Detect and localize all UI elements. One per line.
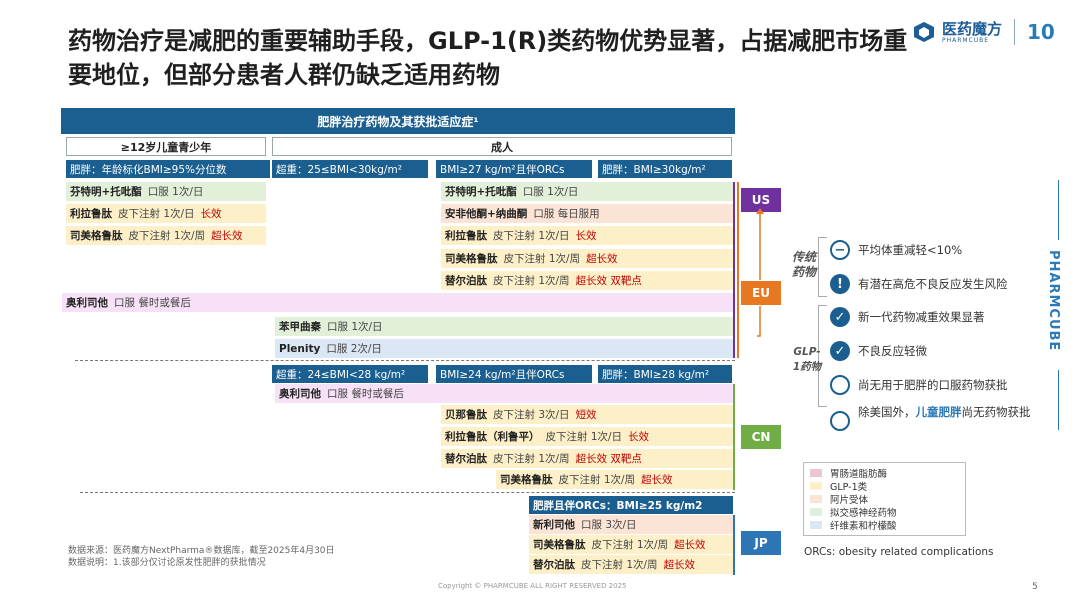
anniversary-mark: 10 [1027, 20, 1055, 44]
region-separator [75, 360, 735, 361]
region-jp-badge: JP [741, 531, 781, 555]
youth-row: 利拉鲁肽皮下注射 1次/日长效 [66, 204, 266, 223]
page-number: 5 [1032, 582, 1038, 592]
criterion-bmi27: BMI≥27 kg/m²且伴ORCs [436, 160, 592, 178]
minus-circle-icon: − [830, 240, 850, 260]
empty-circle-icon [830, 411, 850, 431]
side-item: ✓ 不良反应轻微 [830, 341, 927, 361]
youth-row: 司美格鲁肽皮下注射 1次/周超长效 [66, 226, 266, 245]
source-note: 数据来源：医药魔方NextPharma®数据库，截至2025年4月30日 [68, 546, 335, 556]
criterion-overweight-cn: 超重：24≤BMI<28 kg/m² [272, 365, 428, 383]
copyright: Copyright © PHARMCUBE ALL RIGHT RESERVED… [438, 582, 627, 590]
page-title: 药物治疗是减肥的重要辅助手段，GLP-1(R)类药物优势显著，占据减肥市场重要地… [68, 27, 908, 89]
cube-logo-icon [914, 22, 934, 42]
criterion-youth: 肥胖：年龄标化BMI≥95%分位数 [66, 160, 270, 178]
cn-row: 司美格鲁肽皮下注射 1次/周超长效 [496, 470, 733, 489]
us-row: 替尔泊肽皮下注射 1次/周超长效 双靶点 [441, 271, 733, 290]
legend-item: GLP-1类 [804, 479, 965, 493]
us-row: 安非他酮+纳曲酮口服 每日服用 [441, 204, 733, 223]
legend-item: 胃肠道脂肪酶 [804, 466, 965, 480]
criterion-jp: 肥胖且伴ORCs：BMI≥25 kg/m2 [529, 496, 733, 514]
jp-row: 司美格鲁肽皮下注射 1次/周超长效 [529, 535, 733, 554]
check-icon: ✓ [830, 307, 850, 327]
criterion-overweight: 超重：25≤BMI<30kg/m² [272, 160, 428, 178]
eu-bracket [737, 182, 739, 358]
eu-arrows [756, 208, 764, 337]
eu-row: 苯甲曲秦口服 1次/日 [275, 317, 733, 336]
cn-row: 奥利司他口服 餐时或餐后 [275, 384, 733, 403]
us-row: 司美格鲁肽皮下注射 1次/周超长效 [441, 249, 733, 268]
data-note: 数据说明：1.该部分仅讨论原发性肥胖的获批情况 [68, 558, 266, 568]
adult-header: 成人 [272, 137, 732, 156]
region-cn-badge: CN [741, 425, 781, 449]
legend-item: 阿片受体 [804, 492, 965, 506]
exclamation-icon: ! [830, 274, 850, 294]
logo-name: 医药魔方 [942, 19, 1003, 38]
brand-vertical: PHARMCUBE [1046, 250, 1061, 352]
legend-item: 拟交感神经药物 [804, 505, 965, 519]
legend-item: 纤维素和柠檬酸 [804, 518, 965, 532]
region-us-badge: US [741, 188, 781, 212]
cn-row: 利拉鲁肽（利鲁平）皮下注射 1次/日长效 [441, 427, 733, 446]
orlistat-row: 奥利司他口服 餐时或餐后 [62, 293, 733, 312]
us-row: 利拉鲁肽皮下注射 1次/日长效 [441, 226, 733, 245]
criterion-obese30: 肥胖：BMI≥30kg/m² [598, 160, 732, 178]
side-item: ✓ 新一代药物减重效果显著 [830, 307, 985, 327]
glp1-label: GLP-1药物 [792, 346, 822, 373]
orcs-note: ORCs: obesity related complications [804, 546, 994, 558]
brand-logo: 医药魔方 PHARMCUBE 10 [912, 14, 1055, 50]
region-separator [80, 492, 735, 493]
table-header: 肥胖治疗药物及其获批适应症¹ [61, 108, 735, 134]
logo-sub: PHARMCUBE [942, 36, 990, 44]
traditional-brace [818, 237, 827, 297]
jp-row: 新利司他口服 3次/日 [529, 515, 733, 534]
side-item: 除美国外，儿童肥胖尚无药物获批 [830, 405, 1038, 431]
jp-bracket [733, 515, 735, 575]
youth-row: 芬特明+托吡酯口服 1次/日 [66, 182, 266, 201]
glp1-brace [818, 305, 827, 407]
criterion-bmi24: BMI≥24 kg/m²且伴ORCs [436, 365, 592, 383]
youth-header: ≥12岁儿童青少年 [66, 137, 266, 156]
check-icon: ✓ [830, 341, 850, 361]
us-row: 芬特明+托吡酯口服 1次/日 [441, 182, 733, 201]
traditional-label: 传统药物 [791, 250, 816, 279]
side-item: 尚无用于肥胖的口服药物获批 [830, 375, 1008, 395]
cn-row: 替尔泊肽皮下注射 1次/周超长效 双靶点 [441, 449, 733, 468]
criterion-obese28: 肥胖：BMI≥28 kg/m² [598, 365, 732, 383]
empty-circle-icon [830, 375, 850, 395]
cn-row: 贝那鲁肽皮下注射 3次/日短效 [441, 405, 733, 424]
legend: 胃肠道脂肪酶 GLP-1类 阿片受体 拟交感神经药物 纤维素和柠檬酸 [803, 462, 966, 536]
cn-bracket [733, 384, 735, 490]
us-bracket [733, 182, 735, 358]
jp-row: 替尔泊肽皮下注射 1次/周超长效 [529, 555, 733, 574]
side-item: − 平均体重减轻<10% [830, 240, 962, 260]
side-item: ! 有潜在高危不良反应发生风险 [830, 274, 1008, 294]
